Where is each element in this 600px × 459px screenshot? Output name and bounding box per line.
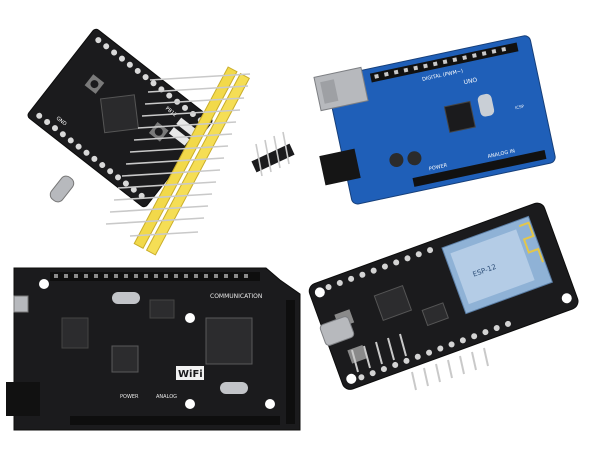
uno-label-analog: ANALOG IN xyxy=(487,148,516,160)
nodemcu-usb-c-port-icon xyxy=(319,316,355,346)
uno-label-uno: UNO xyxy=(463,77,478,87)
yellow-pin-headers xyxy=(105,66,295,256)
mega-label-comm: COMMUNICATION xyxy=(210,293,262,300)
mega-label-power: POWER xyxy=(120,394,139,400)
usb-b-port-icon xyxy=(313,66,369,112)
mega-dc-jack xyxy=(6,382,40,416)
uno-label-icsp: ICSP xyxy=(515,103,525,110)
usb-c-port-icon xyxy=(49,175,75,203)
uno-board-blue: DIGITAL (PWM~) POWER ANALOG IN UNO ICSP xyxy=(313,35,556,205)
mega-wifi-board: WiFi COMMUNICATION POWER ANALOG xyxy=(6,267,301,431)
nodemcu-esp8266-board: ESP-12 xyxy=(308,202,579,391)
mega-label-wifi: WiFi xyxy=(178,369,203,380)
dc-jack xyxy=(319,148,361,186)
uno-label-power: POWER xyxy=(428,163,448,173)
small-black-header xyxy=(251,131,295,177)
micro-usb-port-icon xyxy=(13,295,29,313)
wifi-antenna-icon xyxy=(518,221,544,263)
stm32-label-mid: GND xyxy=(55,116,68,128)
wifi-logo-icon: WiFi xyxy=(176,366,204,380)
mega-label-analog: ANALOG xyxy=(156,394,177,400)
